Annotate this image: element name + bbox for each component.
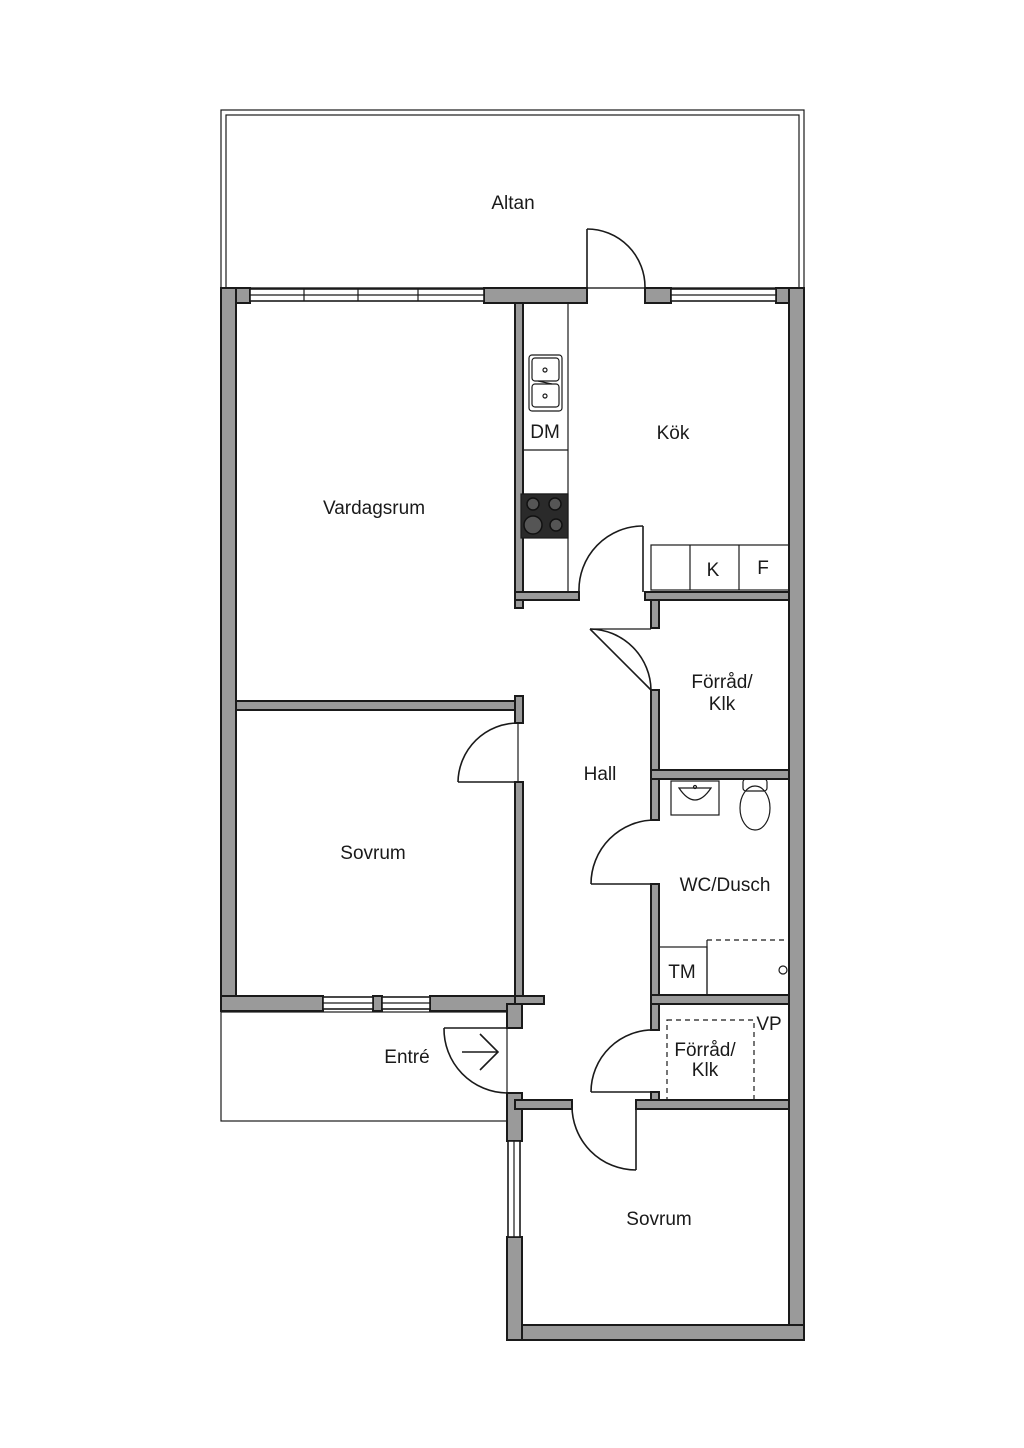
doors (443, 228, 656, 1171)
windows (249, 288, 777, 1238)
room-label-entre: Entré (384, 1047, 429, 1068)
room-label-wc: WC/Dusch (680, 875, 771, 896)
walls (220, 287, 805, 1341)
fridge-freezer (650, 544, 790, 591)
shower-area (706, 939, 789, 995)
room-label-sovrum-1: Sovrum (340, 843, 405, 864)
fixture-label-f: F (757, 558, 769, 579)
room-label-hall: Hall (584, 764, 617, 785)
fixture-label-k: K (707, 560, 720, 581)
entre-porch (220, 1011, 508, 1122)
room-label-forrad-1-klk: Klk (709, 694, 736, 715)
room-label-kok: Kök (657, 423, 690, 444)
room-label-vardagsrum: Vardagsrum (323, 498, 425, 519)
room-label-forrad-2: Förråd/ (674, 1040, 736, 1061)
fixture-label-vp: VP (756, 1014, 781, 1035)
room-label-sovrum-2: Sovrum (626, 1209, 691, 1230)
entry-arrow-icon (462, 1033, 500, 1071)
room-label-forrad-2-klk: Klk (692, 1060, 719, 1081)
kitchen-counter (522, 302, 569, 593)
fixture-label-tm: TM (668, 962, 695, 983)
stove-icon (520, 493, 569, 539)
toilet-icon (739, 778, 771, 831)
fixture-label-dm: DM (530, 422, 560, 443)
room-label-altan: Altan (491, 193, 534, 214)
room-label-forrad-1: Förråd/ (691, 672, 753, 693)
storage-outline (666, 1019, 755, 1101)
washing-machine (658, 946, 708, 996)
washbasin-icon (670, 780, 720, 816)
sink-icon (528, 354, 563, 412)
